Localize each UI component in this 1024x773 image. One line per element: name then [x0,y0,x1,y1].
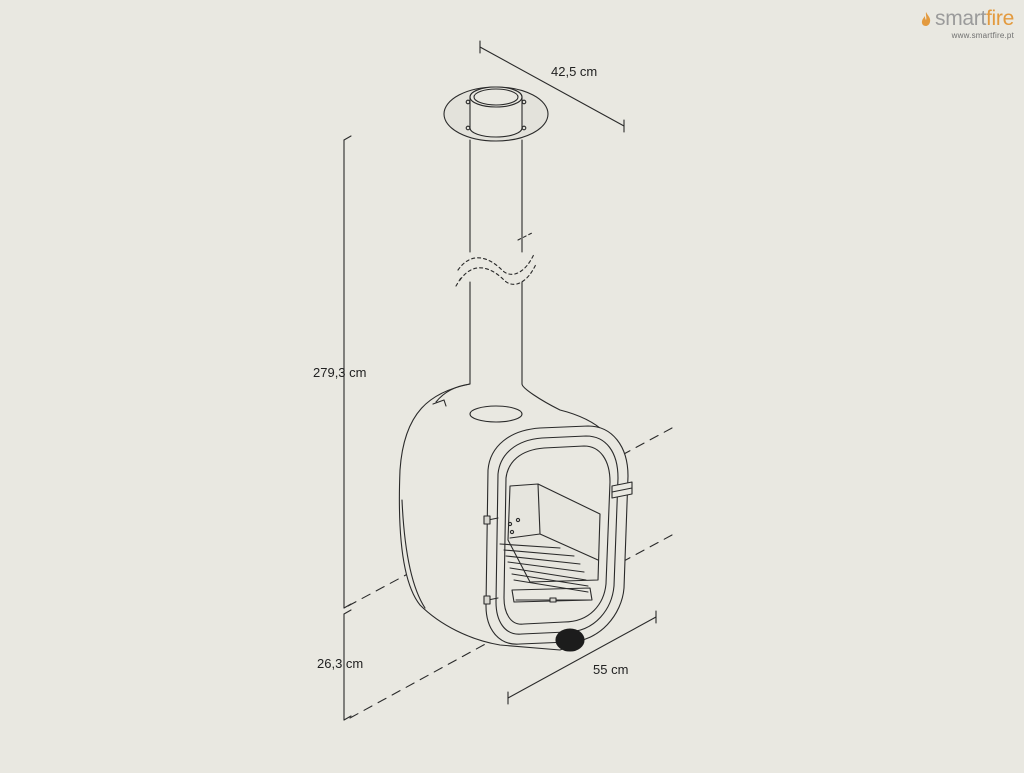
dimension-label-depth: 42,5 cm [551,64,598,79]
firebox [499,483,601,603]
flue-collar [443,86,549,142]
brand-logo: smartfire www.smartfire.pt [920,8,1014,40]
flame-icon [921,12,931,26]
dimension-label-width: 55 cm [593,662,629,677]
brand-url: www.smartfire.pt [951,31,1014,40]
dimension-label-clearance: 26,3 cm [317,656,364,671]
door-handle [611,481,633,499]
dimension-line-clearance [343,609,352,721]
reference-dashed-lines [347,427,673,719]
dimension-line-depth [479,40,625,133]
brand-name-smart: smart [935,7,987,30]
dimension-label-height: 279,3 cm [313,365,367,380]
dimension-line-width [507,610,657,705]
brand-name-fire: fire [986,7,1014,30]
flue-pipe [455,139,537,421]
air-control-knob [555,628,585,652]
